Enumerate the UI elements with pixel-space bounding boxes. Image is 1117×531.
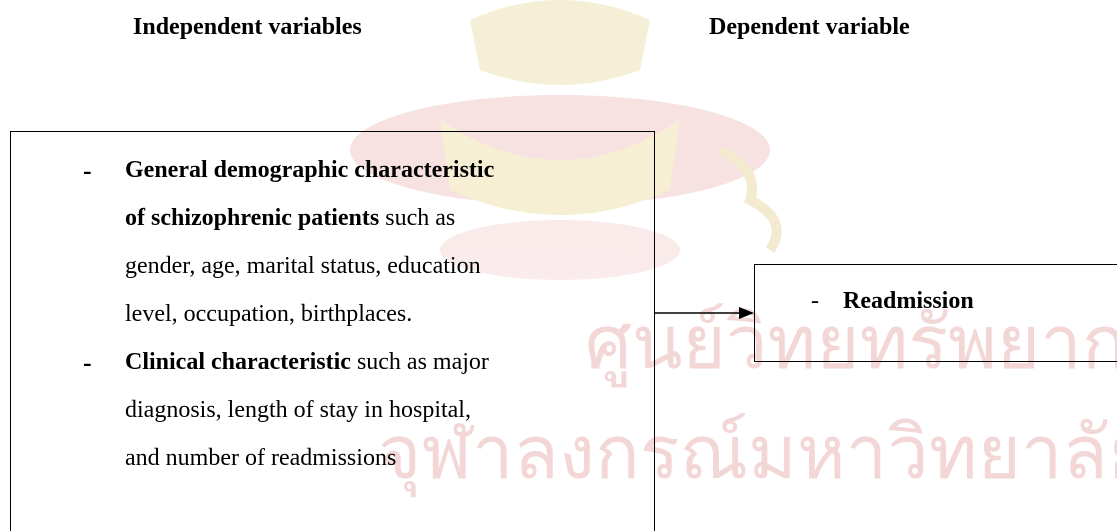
item1-line3: gender, age, marital status, education xyxy=(125,253,481,279)
independent-variables-heading: Independent variables xyxy=(133,14,362,40)
dependent-variable-box: - Readmission xyxy=(754,264,1117,362)
item2-line1: Clinical characteristic such as major xyxy=(125,350,489,374)
item1-line2: of schizophrenic patients such as xyxy=(125,206,455,230)
watermark-text-1: ศูนย์วิทยทรัพยากร xyxy=(585,300,1117,388)
university-seal-icon xyxy=(350,0,782,280)
item2-line3: and number of readmissions xyxy=(125,445,397,471)
item2-line2: diagnosis, length of stay in hospital, xyxy=(125,397,471,423)
item1-line2-bold: of schizophrenic patients xyxy=(125,205,380,231)
watermark-text-2: จุฬาลงกรณ์มหาวิทยาลัย xyxy=(378,410,1117,498)
readmission-label: Readmission xyxy=(843,288,974,314)
dependent-variable-heading: Dependent variable xyxy=(709,14,910,40)
bullet-dash: - xyxy=(83,348,92,377)
bullet-dash: - xyxy=(83,156,92,185)
arrow-connector xyxy=(655,307,754,319)
item1-line1: General demographic characteristic xyxy=(125,157,495,183)
item1-line2-rest: such as xyxy=(379,205,456,231)
item1-line4: level, occupation, birthplaces. xyxy=(125,301,413,327)
arrowhead-icon xyxy=(739,307,754,319)
bullet-dash: - xyxy=(811,288,819,314)
item2-line1-rest: such as major xyxy=(350,349,489,375)
independent-variables-box: - General demographic characteristic of … xyxy=(10,131,655,531)
item2-line1-bold: Clinical characteristic xyxy=(125,349,351,375)
